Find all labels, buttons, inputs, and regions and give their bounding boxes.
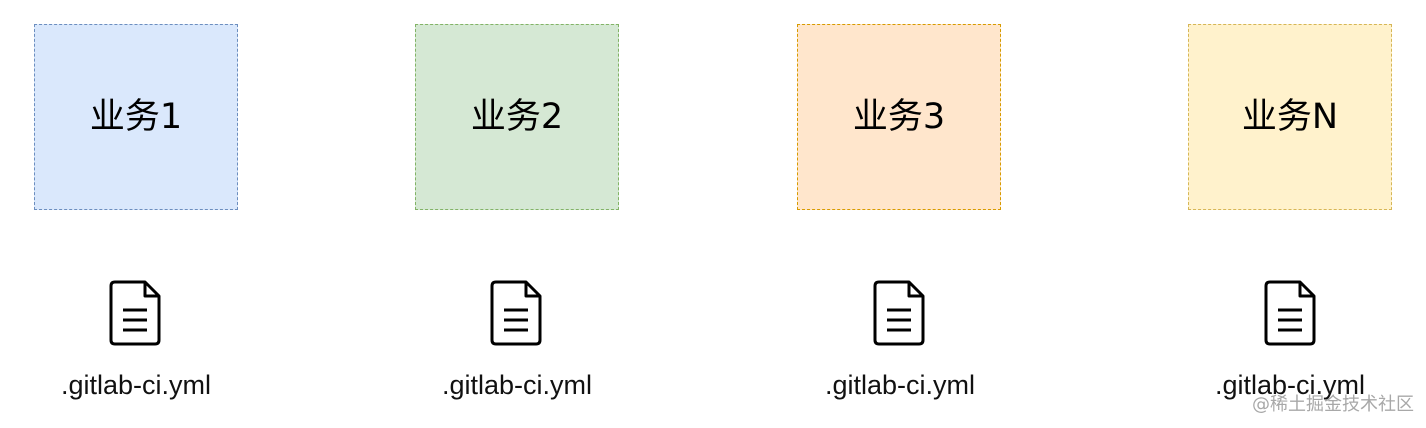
file-label-3: .gitlab-ci.yml bbox=[824, 370, 976, 400]
file-icon bbox=[109, 280, 161, 346]
service-label-3: 业务3 bbox=[852, 96, 946, 137]
service-box-3: 业务3 bbox=[797, 24, 1001, 210]
service-label-n: 业务N bbox=[1241, 96, 1339, 137]
watermark: @稀土掘金技术社区 bbox=[1252, 394, 1414, 415]
service-box-2: 业务2 bbox=[415, 24, 619, 210]
file-icon bbox=[1264, 280, 1316, 346]
service-label-1: 业务1 bbox=[89, 96, 183, 137]
service-label-2: 业务2 bbox=[470, 96, 564, 137]
file-icon bbox=[490, 280, 542, 346]
service-box-1: 业务1 bbox=[34, 24, 238, 210]
file-label-n: .gitlab-ci.yml bbox=[1214, 370, 1366, 400]
file-label-1: .gitlab-ci.yml bbox=[60, 370, 212, 400]
file-label-2: .gitlab-ci.yml bbox=[441, 370, 593, 400]
service-box-n: 业务N bbox=[1188, 24, 1392, 210]
file-icon bbox=[873, 280, 925, 346]
